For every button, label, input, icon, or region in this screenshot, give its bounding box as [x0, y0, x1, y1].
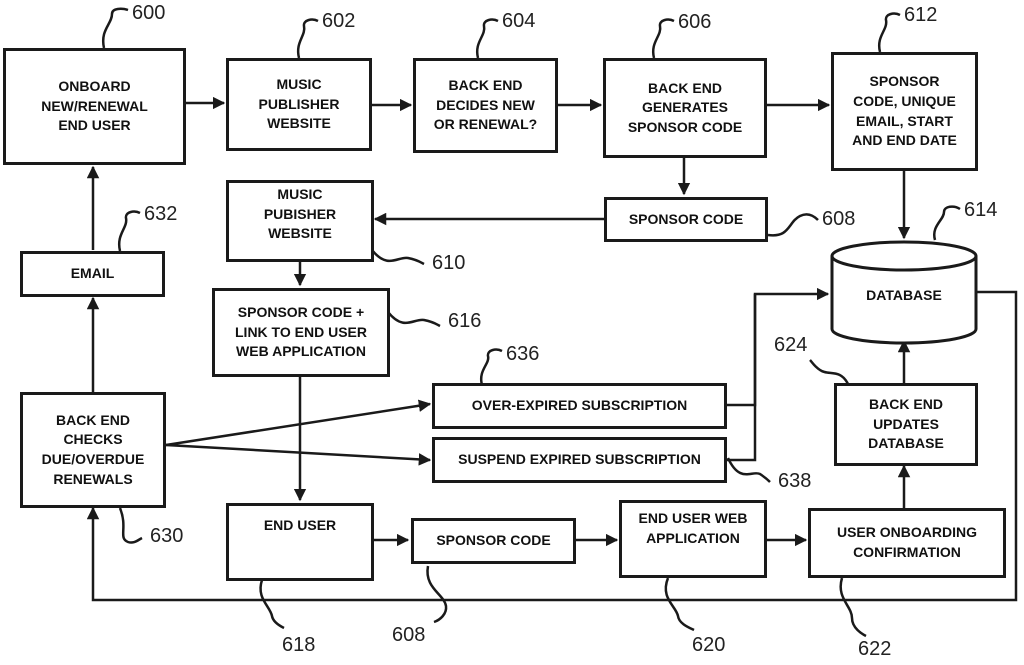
onboard-end-user-box: ONBOARD NEW/RENEWAL END USER [3, 48, 186, 165]
ref-632: 632 [144, 203, 177, 226]
ref-612: 612 [904, 4, 937, 27]
back-end-generates-box: BACK END GENERATES SPONSOR CODE [603, 58, 767, 158]
ref-610: 610 [432, 252, 465, 275]
music-publisher-website-box-mid: MUSIC PUBISHER WEBSITE [226, 180, 374, 262]
back-end-decides-box: BACK END DECIDES NEW OR RENEWAL? [413, 58, 558, 153]
ref-636: 636 [506, 343, 539, 366]
ref-638: 638 [778, 470, 811, 493]
email-box: EMAIL [20, 251, 165, 297]
ref-608-upper: 608 [822, 208, 855, 231]
ref-622: 622 [858, 638, 891, 661]
ref-624: 624 [774, 334, 807, 357]
back-end-updates-box: BACK END UPDATES DATABASE [834, 383, 978, 466]
sponsor-code-box-upper: SPONSOR CODE [604, 197, 768, 242]
ref-606: 606 [678, 11, 711, 34]
ref-616: 616 [448, 310, 481, 333]
ref-620: 620 [692, 634, 725, 657]
database-label: DATABASE [832, 276, 976, 316]
ref-604: 604 [502, 10, 535, 33]
suspend-expired-subscription-box: SUSPEND EXPIRED SUBSCRIPTION [432, 437, 727, 483]
back-end-checks-box: BACK END CHECKS DUE/OVERDUE RENEWALS [20, 392, 166, 508]
ref-618: 618 [282, 634, 315, 657]
ref-614: 614 [964, 199, 997, 222]
ref-602: 602 [322, 10, 355, 33]
ref-630: 630 [150, 525, 183, 548]
music-publisher-website-box: MUSIC PUBLISHER WEBSITE [226, 58, 372, 151]
ref-608-lower: 608 [392, 624, 425, 647]
user-onboarding-confirmation-box: USER ONBOARDING CONFIRMATION [808, 508, 1006, 578]
end-user-box: END USER [226, 503, 374, 581]
sponsor-code-box-lower: SPONSOR CODE [411, 518, 576, 564]
sponsor-code-link-box: SPONSOR CODE + LINK TO END USER WEB APPL… [212, 288, 390, 377]
ref-600: 600 [132, 2, 165, 25]
end-user-web-application-box: END USER WEB APPLICATION [619, 500, 767, 578]
sponsor-code-details-box: SPONSOR CODE, UNIQUE EMAIL, START AND EN… [831, 52, 978, 171]
over-expired-subscription-box: OVER-EXPIRED SUBSCRIPTION [432, 383, 727, 429]
